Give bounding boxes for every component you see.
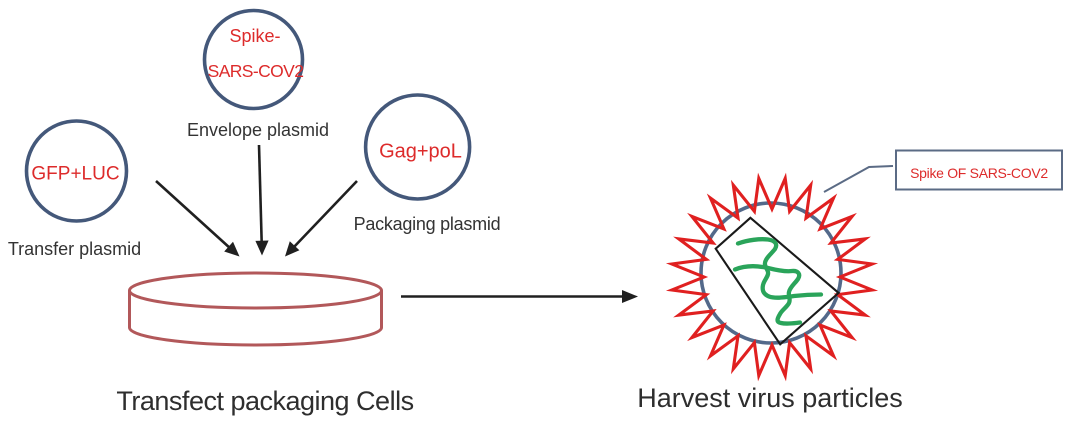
svg-text:SARS-COV2: SARS-COV2 xyxy=(208,61,304,81)
svg-text:Spike-: Spike- xyxy=(229,26,280,46)
svg-text:Packaging plasmid: Packaging plasmid xyxy=(354,214,501,234)
svg-text:Transfer plasmid: Transfer plasmid xyxy=(8,239,141,259)
svg-text:Gag+poL: Gag+poL xyxy=(379,141,462,163)
svg-text:GFP+LUC: GFP+LUC xyxy=(31,164,119,185)
svg-text:Envelope plasmid: Envelope plasmid xyxy=(187,120,329,140)
svg-text:Transfect packaging Cells: Transfect packaging Cells xyxy=(116,386,413,416)
svg-text:Spike OF SARS-COV2: Spike OF SARS-COV2 xyxy=(910,165,1048,181)
svg-text:Harvest virus particles: Harvest virus particles xyxy=(637,383,903,413)
